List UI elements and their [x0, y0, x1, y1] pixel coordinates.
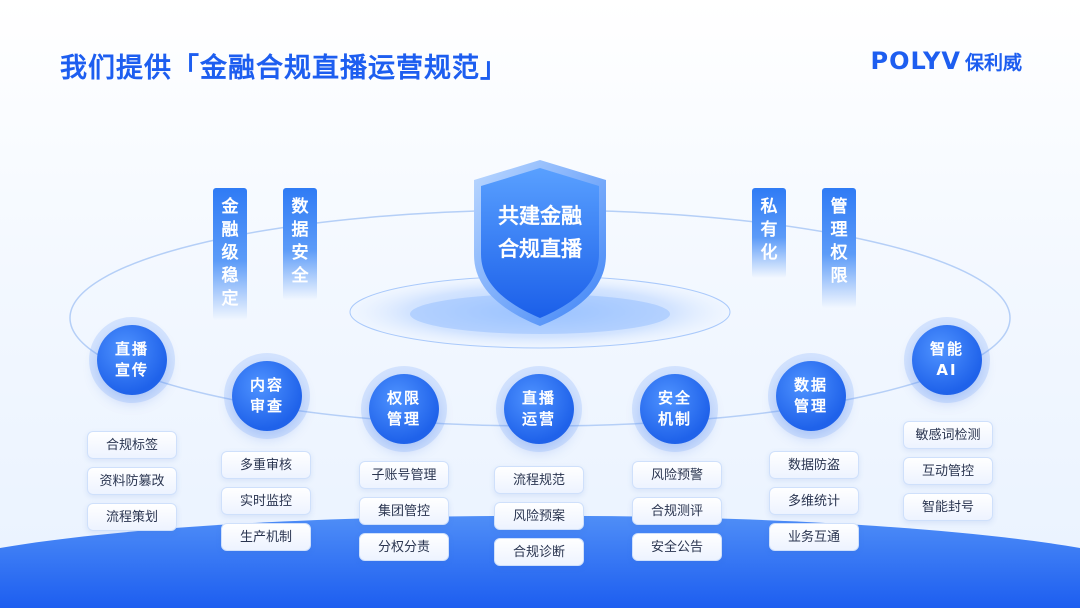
tag-compliance-test: 合规测评 [632, 497, 722, 525]
tag-compliance-label: 合规标签 [87, 431, 177, 459]
tag-group-control: 集团管控 [359, 497, 449, 525]
shield-line-2: 合规直播 [498, 237, 582, 261]
node-content-review: 内容审查 [232, 361, 302, 431]
tag-compliance-diagnosis: 合规诊断 [494, 538, 584, 566]
tag-process-planning: 流程策划 [87, 503, 177, 531]
node-security-mechanism: 安全机制 [640, 374, 710, 444]
shield-label: 共建金融 合规直播 [472, 200, 608, 266]
pillar-privatization: 私有化 [752, 188, 786, 278]
brand-logo: POLYV 保利威 [870, 44, 1022, 78]
tag-risk-warning: 风险预警 [632, 461, 722, 489]
tag-realtime-monitor: 实时监控 [221, 487, 311, 515]
tag-process-standard: 流程规范 [494, 466, 584, 494]
tag-security-notice: 安全公告 [632, 533, 722, 561]
tag-separation-duty: 分权分责 [359, 533, 449, 561]
tag-data-anti-theft: 数据防盗 [769, 451, 859, 479]
node-live-promotion: 直播宣传 [97, 325, 167, 395]
tag-anti-tamper: 资料防篡改 [87, 467, 177, 495]
tag-interaction-control: 互动管控 [903, 457, 993, 485]
pillar-admin-permission: 管理权限 [822, 188, 856, 308]
tag-business-interop: 业务互通 [769, 523, 859, 551]
tag-multi-stats: 多维统计 [769, 487, 859, 515]
tag-production-mechanism: 生产机制 [221, 523, 311, 551]
shield-line-1: 共建金融 [498, 204, 582, 228]
shield-inner [481, 168, 599, 318]
page-title: 我们提供「金融合规直播运营规范」 [60, 53, 508, 84]
node-permission-management: 权限管理 [369, 374, 439, 444]
tag-smart-ban: 智能封号 [903, 493, 993, 521]
tag-sub-account: 子账号管理 [359, 461, 449, 489]
node-data-management: 数据管理 [776, 361, 846, 431]
logo-brand: POLYV [870, 47, 961, 75]
node-smart-ai: 智能AI [912, 325, 982, 395]
tag-sensitive-word: 敏感词检测 [903, 421, 993, 449]
pillar-data-security: 数据安全 [283, 188, 317, 300]
pillar-financial-stability: 金融级稳定 [213, 188, 247, 320]
logo-cn: 保利威 [964, 51, 1022, 74]
tag-risk-plan: 风险预案 [494, 502, 584, 530]
node-live-operation: 直播运营 [504, 374, 574, 444]
tag-multi-review: 多重审核 [221, 451, 311, 479]
